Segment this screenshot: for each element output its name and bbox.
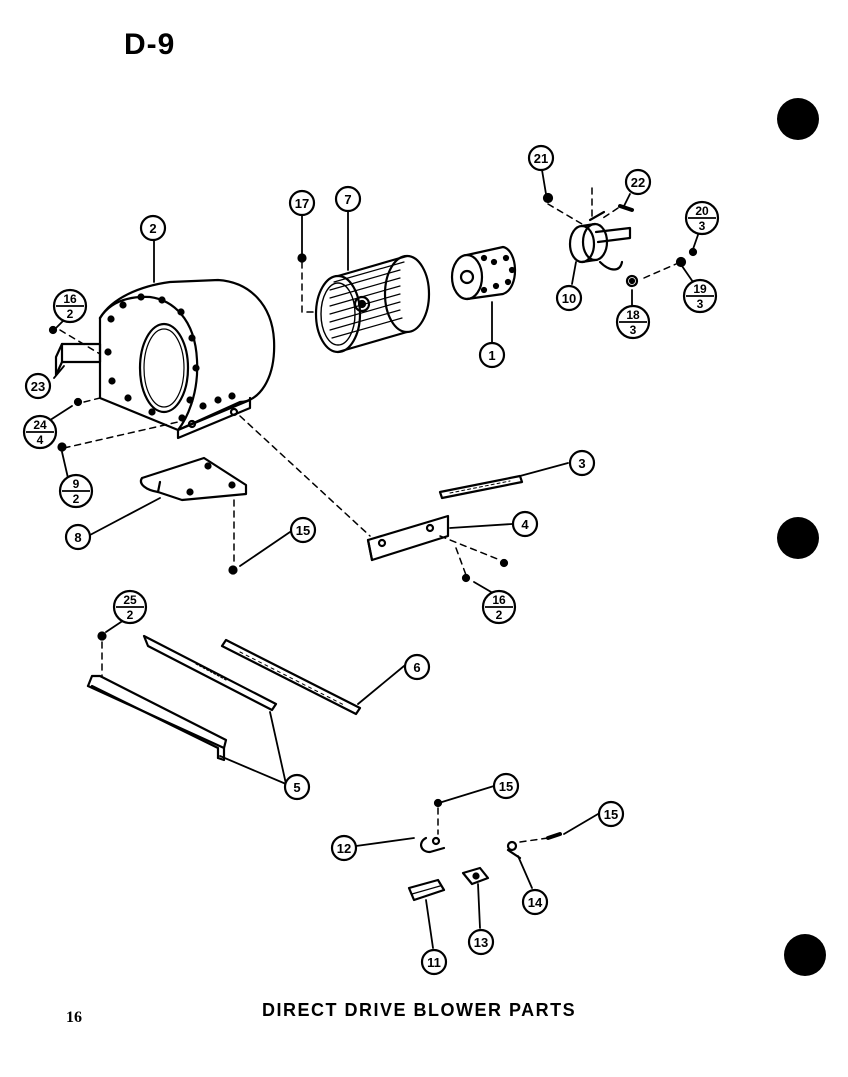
svg-text:9: 9	[73, 477, 80, 491]
screw-16b	[461, 573, 471, 583]
fraction-callout-9-2: 9 2	[58, 473, 94, 509]
svg-text:14: 14	[528, 895, 543, 910]
leader-lines	[43, 169, 700, 949]
rail-5-upper	[142, 634, 278, 712]
svg-text:3: 3	[699, 219, 706, 233]
callout-14: 14	[521, 888, 549, 916]
svg-text:24: 24	[33, 418, 47, 432]
svg-text:1: 1	[488, 348, 495, 363]
svg-text:5: 5	[293, 780, 300, 795]
screw-4	[499, 558, 509, 568]
fraction-callout-16-2-lower: 16 2	[481, 589, 517, 625]
small-parts	[407, 798, 562, 902]
fraction-callout-19-3: 19 3	[682, 278, 718, 314]
screw-17	[297, 253, 307, 263]
callout-21: 21	[527, 144, 555, 172]
svg-text:16: 16	[63, 292, 77, 306]
svg-text:19: 19	[693, 282, 707, 296]
diagram-title: DIRECT DRIVE BLOWER PARTS	[262, 1000, 577, 1020]
fraction-callout-25-2: 25 2	[112, 589, 148, 625]
callout-5: 5	[283, 773, 311, 801]
svg-text:11: 11	[427, 955, 441, 970]
svg-text:17: 17	[295, 196, 309, 211]
svg-text:2: 2	[73, 492, 80, 506]
screw-16	[48, 325, 58, 335]
callout-15-middle: 15	[492, 772, 520, 800]
svg-text:3: 3	[630, 323, 637, 337]
blower-wheel	[314, 254, 431, 354]
blower-housing	[98, 278, 276, 440]
callout-12: 12	[330, 834, 358, 862]
svg-text:2: 2	[149, 221, 156, 236]
punch-hole-bottom	[784, 934, 826, 976]
svg-text:7: 7	[344, 192, 351, 207]
svg-text:15: 15	[604, 807, 618, 822]
svg-text:4: 4	[521, 517, 529, 532]
svg-text:2: 2	[127, 608, 134, 622]
svg-text:8: 8	[74, 530, 81, 545]
svg-text:2: 2	[496, 608, 503, 622]
motor-mount	[568, 210, 632, 271]
assembly-lines	[59, 187, 677, 843]
fasteners-motor-mount	[542, 192, 698, 288]
mounting-plate	[139, 456, 248, 502]
svg-text:16: 16	[492, 593, 506, 607]
callout-7: 7	[334, 185, 362, 213]
callout-layer: 2 17 7 21 22 1 10 23 3 8 15 4 6 5 15 12 …	[24, 144, 652, 976]
callout-4: 4	[511, 510, 539, 538]
svg-text:22: 22	[631, 175, 645, 190]
fraction-callout-24-4: 24 4	[22, 414, 58, 450]
page-label: D-9	[124, 28, 176, 61]
svg-text:3: 3	[578, 456, 585, 471]
screw-15a	[228, 565, 238, 575]
screw-24	[73, 397, 83, 407]
callout-13: 13	[467, 928, 495, 956]
svg-text:10: 10	[562, 291, 576, 306]
callout-15-upper: 15	[289, 516, 317, 544]
svg-text:2: 2	[67, 307, 74, 321]
svg-text:13: 13	[474, 935, 488, 950]
outlet-bracket	[54, 342, 102, 377]
svg-text:21: 21	[534, 151, 548, 166]
fraction-callout-16-2-upper: 16 2	[52, 288, 88, 324]
svg-text:6: 6	[413, 660, 420, 675]
punch-hole-top	[777, 98, 819, 140]
screw-9	[57, 442, 67, 452]
svg-text:12: 12	[337, 841, 351, 856]
svg-text:23: 23	[31, 379, 45, 394]
callout-22: 22	[624, 168, 652, 196]
fraction-callout-layer: 20 3 19 3 18 3 16 2	[22, 200, 720, 625]
fraction-callout-18-3: 18 3	[615, 304, 651, 340]
callout-15-right: 15	[597, 800, 625, 828]
callout-23: 23	[24, 372, 52, 400]
rail-3	[438, 474, 524, 500]
callout-17: 17	[288, 189, 316, 217]
callout-3: 3	[568, 449, 596, 477]
rail-5-lower	[86, 674, 228, 762]
callout-10: 10	[555, 284, 583, 312]
svg-text:20: 20	[695, 204, 709, 218]
svg-text:15: 15	[296, 523, 310, 538]
svg-text:25: 25	[123, 593, 137, 607]
callout-1: 1	[478, 341, 506, 369]
callout-11: 11	[420, 948, 448, 976]
fraction-callout-20-3: 20 3	[684, 200, 720, 236]
svg-text:18: 18	[626, 308, 640, 322]
punch-hole-middle	[777, 517, 819, 559]
svg-text:4: 4	[37, 433, 44, 447]
callout-2: 2	[139, 214, 167, 242]
screw-25	[97, 631, 107, 641]
callout-8: 8	[64, 523, 92, 551]
svg-text:3: 3	[697, 297, 704, 311]
motor	[450, 245, 517, 301]
callout-6: 6	[403, 653, 431, 681]
svg-text:15: 15	[499, 779, 513, 794]
page-number: 16	[66, 1009, 82, 1026]
rail-6	[220, 638, 362, 716]
angle-bracket-4	[366, 514, 450, 562]
